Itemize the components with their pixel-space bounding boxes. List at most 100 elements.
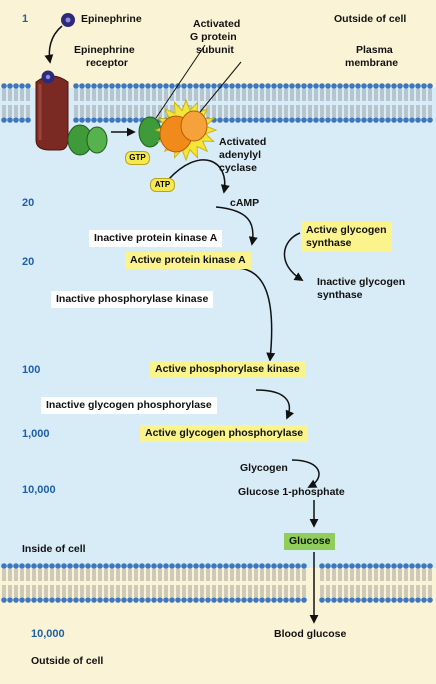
lipid-head (175, 563, 181, 569)
lipid-head (367, 597, 373, 603)
lipid-head (301, 563, 307, 569)
lipid-head (151, 597, 157, 603)
receptor-label-line1: Epinephrine (74, 44, 135, 56)
lipid-head (241, 117, 247, 123)
inside-of-cell-label: Inside of cell (22, 543, 86, 555)
lipid-tail (296, 585, 300, 597)
lipid-tail (242, 585, 246, 597)
lipid-head (367, 117, 373, 123)
lipid-tail (416, 585, 420, 597)
lipid-tail (242, 89, 246, 101)
lipid-head (139, 83, 145, 89)
lipid-head (319, 563, 325, 569)
lipid-tail (62, 585, 66, 597)
lipid-head (97, 117, 103, 123)
lipid-tail (380, 105, 384, 117)
epinephrine-molecule-center (65, 17, 71, 23)
lipid-head (199, 83, 205, 89)
lipid-head (355, 563, 361, 569)
lipid-tail (176, 569, 180, 581)
active-protein-kinase-a: Active protein kinase A (125, 252, 251, 269)
lipid-tail (152, 105, 156, 117)
lipid-tail (50, 585, 54, 597)
lipid-head (193, 83, 199, 89)
lipid-tail (128, 105, 132, 117)
lipid-head (91, 117, 97, 123)
inactive-glycogen-synthase-line2: synthase (317, 289, 363, 301)
lipid-head (73, 563, 79, 569)
amplification-20-pka: 20 (22, 256, 35, 268)
lipid-head (421, 597, 427, 603)
lipid-tail (92, 105, 96, 117)
lipid-tail (80, 105, 84, 117)
lipid-head (1, 117, 7, 123)
lipid-head (397, 83, 403, 89)
lipid-tail (2, 585, 6, 597)
lipid-head (277, 597, 283, 603)
lipid-tail (188, 569, 192, 581)
lipid-head (295, 597, 301, 603)
lipid-head (121, 597, 127, 603)
lipid-tail (362, 585, 366, 597)
lipid-tail (170, 569, 174, 581)
lipid-tail (68, 569, 72, 581)
lipid-tail (200, 89, 204, 101)
lipid-head (103, 597, 109, 603)
lipid-tail (212, 585, 216, 597)
lipid-tail (224, 585, 228, 597)
lipid-tail (380, 585, 384, 597)
plasma-membrane-label-line2: membrane (345, 57, 399, 69)
lipid-head (85, 83, 91, 89)
lipid-head (145, 563, 151, 569)
lipid-head (127, 117, 133, 123)
lipid-tail (410, 569, 414, 581)
lipid-tail (266, 585, 270, 597)
arrow-gs-inactivation (283, 232, 304, 281)
lipid-tail (134, 105, 138, 117)
lipid-tail (350, 569, 354, 581)
lipid-tail (314, 89, 318, 101)
lipid-head (331, 83, 337, 89)
lipid-head (25, 117, 31, 123)
lipid-head (229, 597, 235, 603)
g-protein-label-line2: G protein (190, 31, 237, 43)
arrow-ligand-to-receptor (44, 25, 63, 64)
lipid-tail (386, 585, 390, 597)
outside-region-top (0, 0, 436, 88)
lipid-tail (152, 89, 156, 101)
lipid-tail (80, 585, 84, 597)
lipid-tail (422, 89, 426, 101)
lipid-head (361, 117, 367, 123)
lipid-head (241, 83, 247, 89)
active-glycogen-synthase: Active glycogen synthase (301, 222, 392, 252)
lipid-tail (20, 569, 24, 581)
lipid-tail (224, 89, 228, 101)
lipid-head (7, 83, 13, 89)
lipid-head (109, 563, 115, 569)
lipid-head (181, 563, 187, 569)
lipid-head (103, 563, 109, 569)
lipid-head (13, 563, 19, 569)
lipid-tail (248, 569, 252, 581)
lipid-head (19, 83, 25, 89)
lipid-head (391, 83, 397, 89)
lipid-tail (158, 569, 162, 581)
lipid-head (409, 563, 415, 569)
lipid-head (295, 117, 301, 123)
lipid-head (397, 117, 403, 123)
activated-g-protein-subunit (138, 116, 162, 148)
lipid-head (415, 563, 421, 569)
lipid-tail (2, 89, 6, 101)
arrow-atp-to-camp (167, 159, 230, 194)
lipid-tail (74, 105, 78, 117)
lipid-head (85, 117, 91, 123)
lipid-tail (26, 585, 30, 597)
adenylyl-cyclase-right (180, 110, 208, 142)
lipid-tail (194, 585, 198, 597)
lipid-head (235, 563, 241, 569)
arrow-phk-activates-gp (255, 389, 295, 420)
lipid-head (289, 563, 295, 569)
active-glycogen-synthase-line1: Active glycogen (306, 224, 387, 236)
lipid-head (265, 597, 271, 603)
active-glycogen-synthase-line2: synthase (306, 237, 352, 249)
